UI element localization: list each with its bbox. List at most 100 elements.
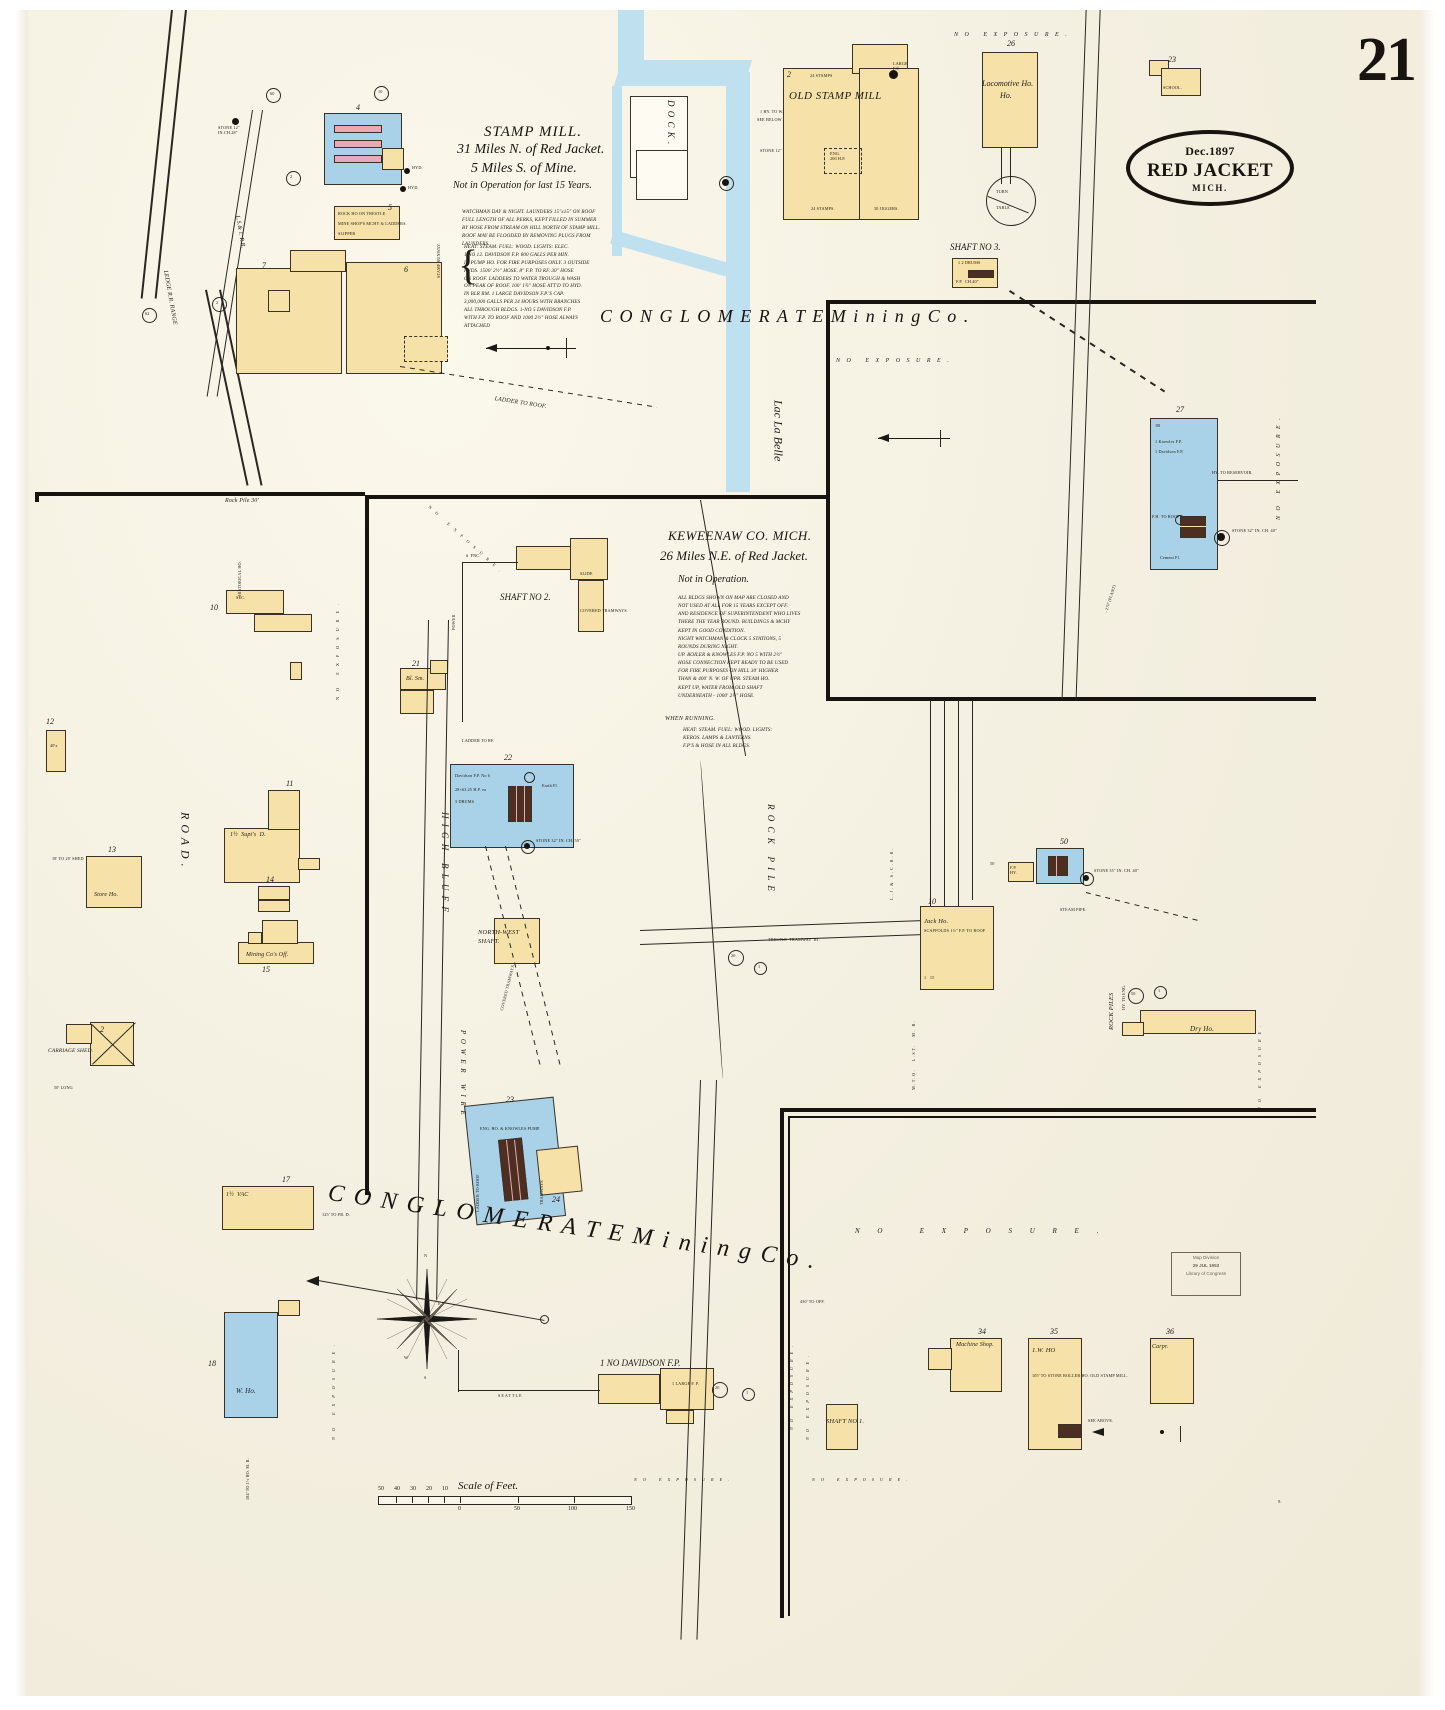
north-arrow-mid-line [878,438,950,440]
engine-label: ENG.200 H.P. [830,151,846,161]
jack-ho-number: 10 [928,897,936,906]
paper-edge-bottom [0,1696,1445,1710]
district-line-left-vert [35,492,39,502]
building-13-store-ho [86,856,142,908]
compass-n: N [424,1253,428,1258]
shaft-3-title: SHAFT NO 3. [950,242,1001,252]
building-17-label: 1½ VAC [226,1192,249,1198]
old-stamp-mill-east [859,68,919,220]
scale-tick [460,1496,461,1503]
locomotive-number: 26 [1007,39,1015,48]
b23-side-label: TRAMWAYS [539,1180,544,1205]
keweenaw-body-2: HEAT: STEAM. FUEL: WOOD. LIGHTS: KEROS. … [683,727,773,750]
stamp-mill-line3: 5 Miles S. of Mine. [471,161,577,176]
scale-tick [428,1496,429,1503]
dry-house-step [1122,1022,1144,1036]
carriage-shed-annex [66,1024,92,1044]
rail-circle-1-label: 1 [758,964,761,969]
rail-circle-1 [754,962,767,975]
large-fp-dot [889,70,898,79]
building-27-story: 1B [1155,423,1161,428]
north-arrow-lower-tick [1180,1426,1181,1442]
stamp-line-2: 29 JUL 1953 [1192,1263,1220,1269]
building-50-boilers [1048,856,1068,876]
building-21-annex [400,690,434,714]
switch-circle-10 [374,86,389,101]
school-main [1161,68,1201,96]
scale-tick [412,1496,413,1503]
building-23-eng-label: ENG. HO. & KNOWLES PUMP. [480,1126,541,1131]
switch-circle-2a [286,171,301,186]
shaft-2-slide-label: SLIDE [580,571,593,576]
b27-boiler-div [1180,526,1206,527]
no-exposure-left-vert: N O E X P O S U R E . [331,1342,336,1440]
building-7-rock-ho [236,268,342,374]
building-tramway-dashed [404,336,448,362]
shaft-2-long [516,546,578,570]
no-exposure-bottom-vert: N O E X P O S U R E . [789,1343,794,1430]
cartouche-place: RED JACKET [1147,159,1273,181]
no-exposure-top-1: N O E X P O S U R E . [954,32,1070,38]
switch-60-label: 60 [270,91,275,96]
locomotive-label2: Ho. [1000,91,1012,100]
locomotive-house [982,52,1038,148]
jack-ho-label: Jack Ho. [924,918,949,925]
north-arrow-lower-head [1092,1428,1104,1436]
turntable [986,176,1036,226]
power-wire-vert-stub [458,1350,460,1392]
building-33-label: Machine Shop. [956,1342,994,1348]
shaft-3-drum [968,270,994,278]
turntable-lead-a [1001,148,1003,184]
building-34-boilers [1058,1424,1082,1438]
keweenaw-running-title: WHEN RUNNING. [665,716,716,722]
north-arrow-lower-dot [1160,1430,1164,1434]
building-11-label: 1½ Supt's D. [230,832,266,838]
b22-div2 [524,786,526,822]
building-10-ext [254,614,312,632]
building-12-number: 12 [46,717,54,726]
building-7-number: 7 [262,261,266,270]
boiler-hydrant-dot [722,179,729,186]
building-17-number: 17 [282,1175,290,1184]
shaft1-circle-1 [742,1388,755,1401]
building-34-number: 35 [1050,1327,1058,1336]
old-stamp-mill-title: OLD STAMP MILL [789,90,882,102]
building-34-label: 1.W. HO [1032,1347,1056,1354]
rock-pile-label: R O C K P I L E [766,804,777,893]
scale-tick [396,1496,397,1503]
compass-w: W [404,1355,409,1360]
shaft-2-title: SHAFT NO 2. [500,592,551,602]
building-11-wing [268,790,300,830]
north-arrow-upper-head [486,344,497,352]
building-27-pump-house [1150,418,1218,570]
district-line-vert-left [365,495,369,1195]
north-arrow-upper-dot [546,346,550,350]
stamp-mill-body-1: WATCHMAN DAY & NIGHT. LAUNDERS 15"x15" O… [462,209,601,247]
building-27-stone-circle [1214,530,1230,546]
building-5-label3: SLIPPER [338,231,356,236]
building-13-shed-label: 18' TO 20' SHED [52,856,84,861]
switch-circle-62 [142,308,157,323]
stamp-line-3: Library of Congress [1185,1271,1227,1277]
building-5-number: 5 [388,203,392,212]
rail-mid-3 [958,700,960,960]
scale-tick [518,1496,519,1503]
no-exposure-top-2: N O E X P O S U R E . [836,358,952,364]
title-cartouche: Dec.1897 RED JACKET MICH. [1126,130,1294,206]
scale-label-30: 30 [410,1486,416,1492]
district-line-upper-right [826,300,830,700]
building-27-stone-label: STONE 32" IN. CH. 40" [1232,528,1277,533]
power-wire-fence: POWER [451,614,456,630]
distance-430-label: 430' TO OFF. [800,1299,825,1304]
small-bldg-a [290,662,302,680]
building-23-number: 23 [506,1095,514,1104]
dry-house [1140,1010,1256,1034]
hydrant-dot-3 [400,186,406,192]
dry-house-label: Dry Ho. [1190,1025,1214,1033]
school-label: SCHOOL. [1163,85,1182,90]
old-stamp-mill-jiggers: 30 JIGGERS. [874,206,899,211]
district-line-upper-mid [365,495,830,499]
building-22-boilers [508,786,532,822]
scale-bar [378,1496,632,1505]
